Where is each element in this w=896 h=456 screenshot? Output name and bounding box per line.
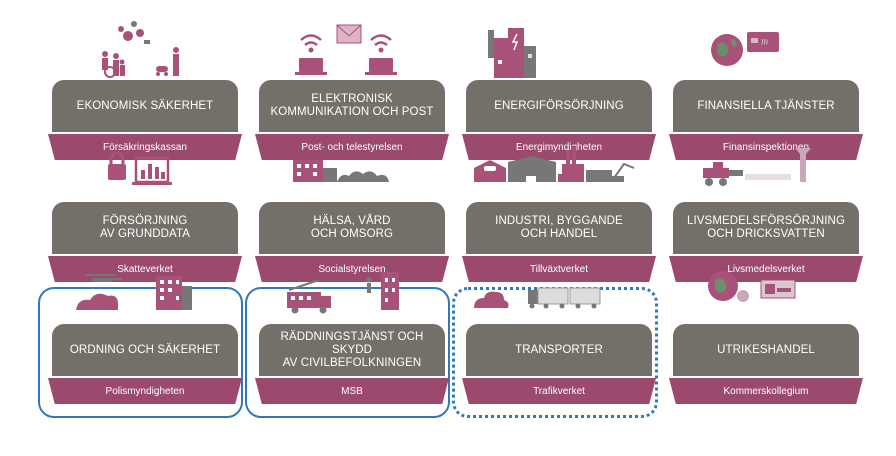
sector-title: EKONOMISK SÄKERHET <box>52 80 238 132</box>
sector-card-raddningstjanst: RÄDDNINGSTJÄNST OCH SKYDD AV CIVILBEFOLK… <box>255 272 449 418</box>
sector-card-halsa-vard-omsorg: HÄLSA, VÅRD OCH OMSORG Socialstyrelsen <box>255 160 449 296</box>
sector-card-ekonomisk-sakerhet: EKONOMISK SÄKERHET Försäkringskassan <box>48 21 242 174</box>
sector-card-finansiella-tjanster: ))) FINANSIELLA TJÄNSTER Finansinspektio… <box>669 32 863 174</box>
agency-label: Finansinspektionen <box>669 134 863 160</box>
agency-label: MSB <box>255 378 449 404</box>
agency-label: Försäkringskassan <box>48 134 242 160</box>
power-plant-icon <box>462 20 656 78</box>
agency-label: Post- och telestyrelsen <box>255 134 449 160</box>
family-coins-icon <box>48 20 242 78</box>
agency-label: Skatteverket <box>48 256 242 282</box>
agency-label: Polismyndigheten <box>48 378 242 404</box>
svg-text:))): ))) <box>761 39 768 46</box>
globe-card-icon: ))) <box>669 20 863 78</box>
agency-label: Livsmedelsverket <box>669 256 863 282</box>
sector-title: ORDNING OCH SÄKERHET <box>52 324 238 376</box>
sector-card-transporter: TRANSPORTER Trafikverket <box>462 287 656 418</box>
sector-card-forsorjning-av-grunddata: FÖRSÖRJNING AV GRUNDDATA Skatteverket <box>48 151 242 296</box>
highlight-frame-raddning <box>245 287 450 418</box>
sector-card-utrikeshandel: UTRIKESHANDEL Kommerskollegium <box>669 271 863 418</box>
sector-title: RÄDDNINGSTJÄNST OCH SKYDD AV CIVILBEFOLK… <box>259 324 445 376</box>
sector-card-ordning-och-sakerhet: ORDNING OCH SÄKERHET Polismyndigheten <box>48 274 242 418</box>
sector-title: ELEKTRONISK KOMMUNIKATION OCH POST <box>259 80 445 132</box>
sector-card-livsmedelsforsorjning: LIVSMEDELSFÖRSÖRJNING OCH DRICKSVATTEN L… <box>669 148 863 296</box>
sector-title: TRANSPORTER <box>466 324 652 376</box>
sector-title: LIVSMEDELSFÖRSÖRJNING OCH DRICKSVATTEN <box>673 202 859 254</box>
highlight-frame-ordning <box>38 287 243 418</box>
sector-title: ENERGIFÖRSÖRJNING <box>466 80 652 132</box>
sector-card-energiforsorjning: ENERGIFÖRSÖRJNING Energimyndigheten <box>462 28 656 174</box>
sector-title: INDUSTRI, BYGGANDE OCH HANDEL <box>466 202 652 254</box>
agency-label: Energimyndigheten <box>462 134 656 160</box>
sector-card-industri-byggande-handel: INDUSTRI, BYGGANDE OCH HANDEL Tillväxtve… <box>462 146 656 296</box>
sector-title: FÖRSÖRJNING AV GRUNDDATA <box>52 202 238 254</box>
sector-card-elektronisk-kommunikation: ELEKTRONISK KOMMUNIKATION OCH POST Post-… <box>255 24 449 174</box>
agency-label: Kommerskollegium <box>669 378 863 404</box>
sector-title: HÄLSA, VÅRD OCH OMSORG <box>259 202 445 254</box>
agency-label: Trafikverket <box>462 378 656 404</box>
wifi-mail-icon <box>255 20 449 78</box>
agency-label: Tillväxtverket <box>462 256 656 282</box>
sector-title: FINANSIELLA TJÄNSTER <box>673 80 859 132</box>
sector-title: UTRIKESHANDEL <box>673 324 859 376</box>
agency-label: Socialstyrelsen <box>255 256 449 282</box>
